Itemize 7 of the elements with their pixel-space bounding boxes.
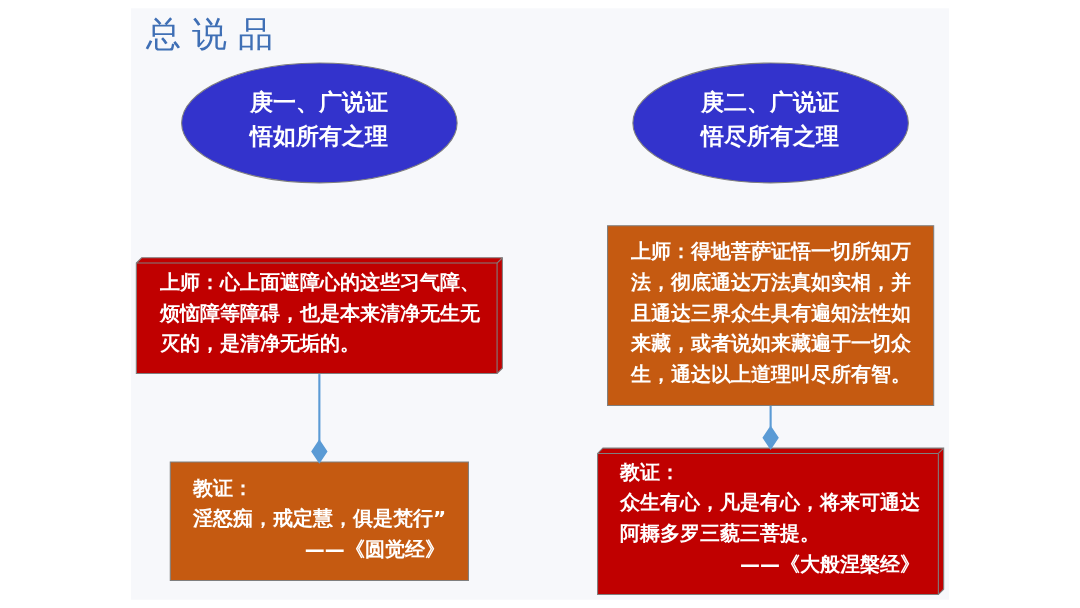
node-box: 教证： 淫怒痴，戒定慧，俱是梵行” ——《圆觉经》 [169,461,469,582]
node-ellipse: 庚一、广说证悟如所有之理 [181,62,458,184]
connector [762,406,779,450]
connector [311,374,328,464]
diagram-title: 总 说 品 [146,14,274,55]
node-box: 上师：得地菩萨证悟一切所知万法，彻底通达万法真如实相，并且通达三界众生具有遍知法性如来藏，或者说如来藏遍于一切众生，通达以上道理叫尽所有智。 [607,225,935,407]
node-ellipse: 庚二、广说证悟尽所有之理 [632,62,909,184]
